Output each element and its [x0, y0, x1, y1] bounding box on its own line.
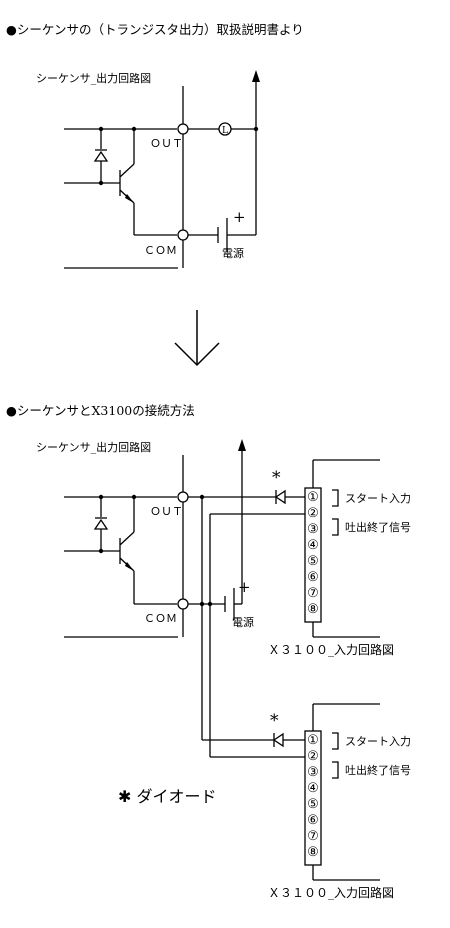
start-input-label-2: スタート入力	[345, 735, 411, 748]
heading-top: ●シーケンサの（トランジスタ出力）取扱説明書より	[6, 22, 304, 37]
power-label-bottom: 電源	[232, 615, 254, 629]
terminal-7: ⑦	[307, 829, 319, 844]
terminal-5: ⑤	[307, 797, 319, 812]
terminal-8: ⑧	[307, 602, 319, 617]
x3100-circuit-label-1: Ｘ３１００_入力回路図	[268, 642, 394, 657]
power-label-top: 電源	[222, 246, 244, 260]
circuit-bottom	[64, 442, 380, 881]
terminal-5: ⑤	[307, 554, 319, 569]
diode-note: ✱ ダイオード	[118, 787, 217, 806]
terminal-2: ②	[307, 749, 319, 764]
terminal-1: ①	[307, 490, 319, 505]
terminal-6: ⑥	[307, 813, 319, 828]
terminal-7: ⑦	[307, 586, 319, 601]
terminal-6: ⑥	[307, 570, 319, 585]
asterisk-2: *	[270, 711, 279, 731]
terminal-2: ②	[307, 506, 319, 521]
terminal-1: ①	[307, 733, 319, 748]
heading-bottom: ●シーケンサとX3100の接続方法	[6, 403, 195, 418]
com-label-top: ＣＯＭ	[144, 244, 177, 257]
terminal-block-2: ① ② ③ ④ ⑤ ⑥ ⑦ ⑧	[307, 733, 319, 860]
plus-sign-bottom: +	[238, 578, 251, 596]
load-lamp-icon: L	[218, 122, 232, 136]
plus-sign-top: +	[233, 208, 246, 226]
com-label-bottom: ＣＯＭ	[144, 612, 177, 625]
circuit-top	[64, 75, 257, 269]
x3100-circuit-label-2: Ｘ３１００_入力回路図	[268, 885, 394, 900]
terminal-3: ③	[307, 522, 319, 537]
out-label-top: ＯＵＴ	[150, 137, 183, 150]
seq-circuit-label-bottom: シーケンサ_出力回路図	[36, 440, 151, 454]
terminal-4: ④	[307, 781, 319, 796]
down-arrow-icon	[174, 310, 220, 367]
discharge-end-label-1: 吐出終了信号	[345, 520, 411, 534]
out-label-bottom: ＯＵＴ	[150, 505, 183, 518]
terminal-4: ④	[307, 538, 319, 553]
terminal-block-1: ① ② ③ ④ ⑤ ⑥ ⑦ ⑧	[307, 490, 319, 617]
terminal-3: ③	[307, 765, 319, 780]
asterisk-1: *	[272, 468, 281, 488]
seq-circuit-label-top: シーケンサ_出力回路図	[36, 71, 151, 85]
svg-text:L: L	[222, 126, 228, 136]
start-input-label-1: スタート入力	[345, 492, 411, 505]
terminal-8: ⑧	[307, 845, 319, 860]
discharge-end-label-2: 吐出終了信号	[345, 763, 411, 777]
